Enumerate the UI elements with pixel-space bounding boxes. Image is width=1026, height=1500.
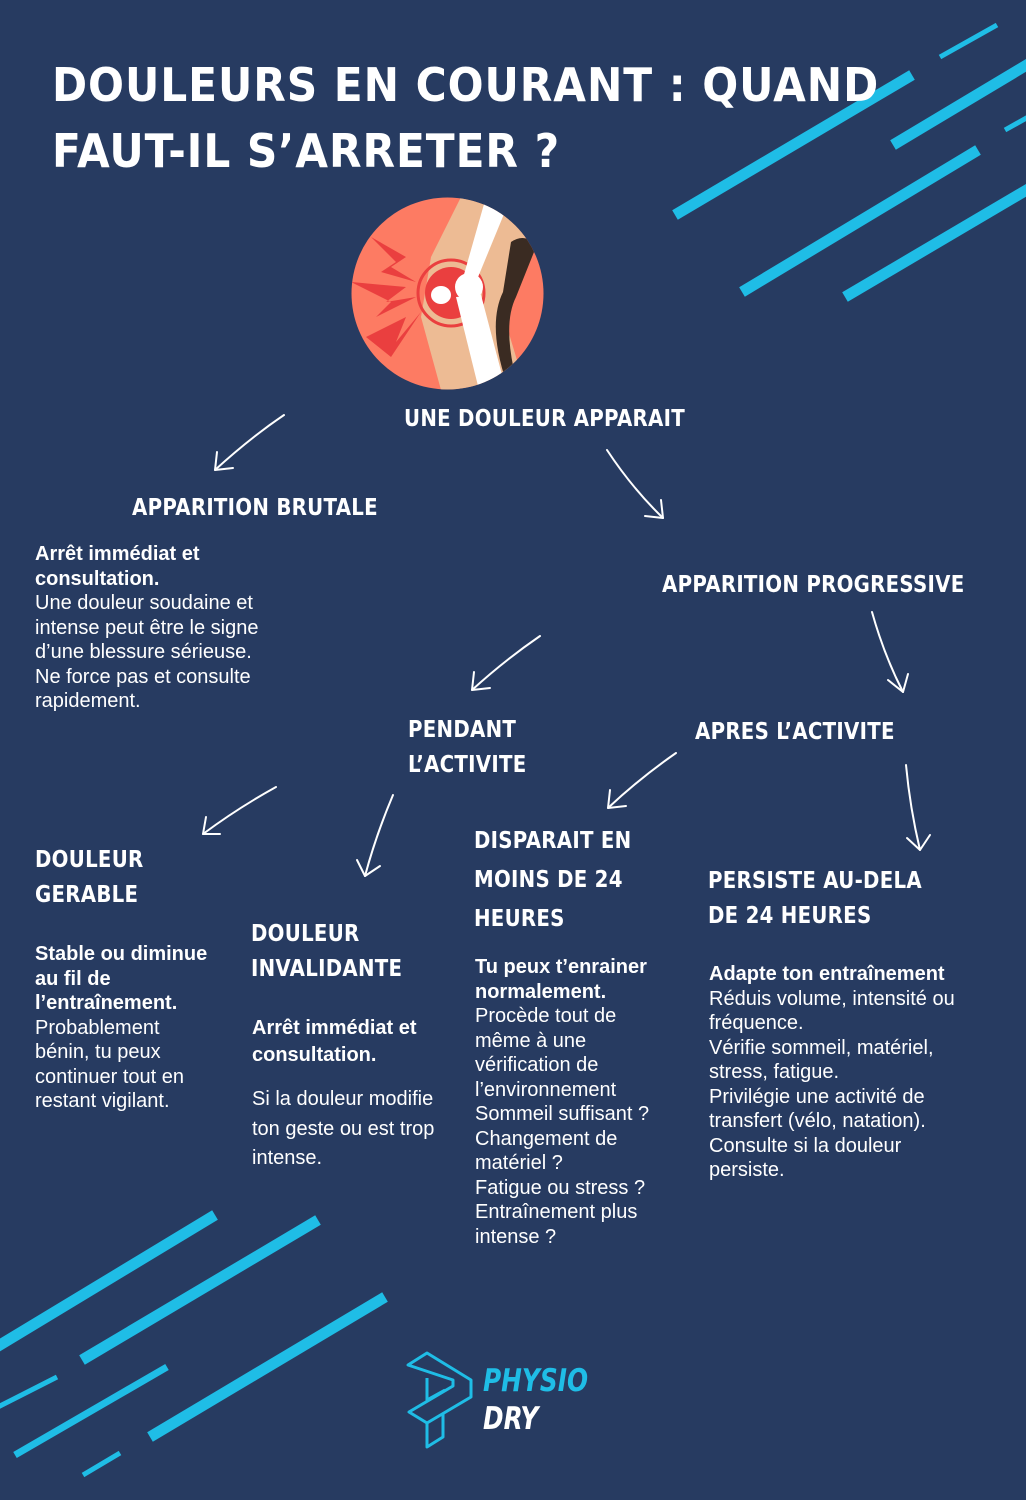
arrow-icon (871, 611, 909, 693)
list-item: matériel ? (475, 1152, 563, 1174)
text-line: Tu peux t’enrainer (475, 956, 647, 978)
text-line: Réduis volume, intensité ou (709, 987, 955, 1010)
text-line: fréquence. (709, 1012, 804, 1034)
text-line: restant vigilant. (35, 1090, 170, 1112)
title-line: DOULEURS EN COURANT : QUAND (52, 58, 880, 112)
node-brutale-text: Arrêt immédiat et consultation. Une doul… (35, 542, 259, 714)
arrow-icon (202, 786, 277, 835)
logo-line: PHYSIO (483, 1363, 589, 1399)
text-line: l’environnement (475, 1078, 617, 1101)
node-invalidante-bold: Arrêt immédiat et consultation. (252, 1015, 417, 1069)
heading-line: DISPARAIT EN (474, 828, 632, 854)
stripe (890, 58, 1026, 150)
text-line: intense peut être le signe (35, 616, 259, 639)
stripe (672, 70, 915, 220)
list-item: Sommeil suffisant ? (475, 1103, 650, 1125)
stripe (81, 1450, 122, 1478)
node-root: UNE DOULEUR APPARAIT (404, 406, 685, 432)
heading-line: DOULEUR (35, 847, 144, 873)
node-invalidante-heading: DOULEUR INVALIDANTE (251, 917, 402, 987)
text-line: Arrêt immédiat et (252, 1017, 417, 1039)
text-line: consultation. (35, 567, 160, 590)
text-line: même à une (475, 1029, 587, 1052)
physio-dry-logo-icon (406, 1351, 473, 1449)
text-line: d’une blessure sérieuse. (35, 641, 252, 663)
heading-line: GERABLE (35, 882, 139, 908)
stripe (938, 22, 999, 60)
heading-line: PERSISTE AU-DELA (708, 868, 922, 894)
text-line: Probablement (35, 1016, 160, 1039)
arrow-icon (214, 414, 285, 471)
stripe (1003, 115, 1026, 133)
heading-line: PENDANT (408, 717, 517, 743)
heading-line: MOINS DE 24 (474, 867, 623, 893)
text-line: au fil de (35, 967, 111, 990)
node-disparait-heading: DISPARAIT EN MOINS DE 24 HEURES (474, 822, 631, 939)
text-line: Adapte ton entraînement (709, 963, 945, 985)
text-line: Arrêt immédiat et (35, 543, 200, 565)
heading-line: DE 24 HEURES (708, 903, 872, 929)
node-progressive-heading: APPARITION PROGRESSIVE (662, 572, 965, 598)
text-line: Privilégie une activité de (709, 1085, 925, 1108)
node-disparait-text: Tu peux t’enrainer normalement. Procède … (475, 955, 649, 1249)
text-line: persiste. (709, 1159, 785, 1181)
text-line: vérification de (475, 1054, 599, 1076)
node-gerable-heading: DOULEUR GERABLE (35, 843, 144, 913)
heading-line: DOULEUR (251, 921, 360, 947)
list-item: Fatigue ou stress ? (475, 1176, 646, 1199)
text-line: Ne force pas et consulte (35, 665, 251, 688)
text-line: continuer tout en (35, 1065, 184, 1088)
page-title: DOULEURS EN COURANT : QUAND FAUT-IL S’AR… (52, 52, 879, 184)
heading-line: HEURES (474, 906, 565, 932)
text-line: bénin, tu peux (35, 1041, 161, 1063)
text-line: transfert (vélo, natation). (709, 1110, 926, 1132)
arrow-icon (606, 449, 664, 519)
list-item: intense ? (475, 1225, 557, 1248)
arrow-icon (607, 752, 677, 809)
text-line: stress, fatigue. (709, 1061, 840, 1083)
text-line: Consulte si la douleur (709, 1134, 902, 1157)
node-gerable-text: Stable ou diminue au fil de l’entraîneme… (35, 942, 207, 1114)
node-brutale-heading: APPARITION BRUTALE (132, 495, 378, 521)
logo-line: DRY (483, 1401, 539, 1437)
stripe (79, 1215, 321, 1365)
knee-pain-icon (351, 197, 544, 390)
text-line: consultation. (252, 1044, 377, 1066)
node-pendant-heading: PENDANT L’ACTIVITE (408, 713, 527, 783)
text-line: Une douleur soudaine et (35, 592, 253, 614)
list-item: Entraînement plus (475, 1201, 638, 1223)
text-line: Vérifie sommeil, matériel, (709, 1036, 934, 1059)
text-line: rapidement. (35, 690, 141, 712)
node-apres-heading: APRES L’ACTIVITE (695, 719, 895, 745)
text-line: Stable ou diminue (35, 943, 208, 965)
node-persiste-heading: PERSISTE AU-DELA DE 24 HEURES (708, 864, 922, 934)
heading-line: INVALIDANTE (251, 956, 403, 982)
stripe (13, 1363, 169, 1459)
stripe (739, 145, 981, 297)
stripe (0, 1374, 59, 1409)
stripe (147, 1292, 388, 1442)
text-line: intense. (252, 1147, 323, 1169)
arrow-icon (356, 794, 394, 877)
node-persiste-text: Adapte ton entraînement Réduis volume, i… (709, 962, 955, 1183)
arrow-icon (905, 764, 931, 851)
text-line: normalement. (475, 980, 607, 1003)
text-line: ton geste ou est trop (252, 1117, 435, 1140)
text-line: l’entraînement. (35, 992, 178, 1014)
stripe (842, 183, 1026, 302)
logo-wordmark: PHYSIO DRY (483, 1362, 588, 1438)
text-line: Procède tout de (475, 1005, 617, 1027)
arrow-icon (471, 635, 541, 691)
node-invalidante-text: Si la douleur modifie ton geste ou est t… (252, 1085, 462, 1174)
text-line: Si la douleur modifie (252, 1088, 434, 1110)
heading-line: L’ACTIVITE (408, 752, 527, 778)
title-line: FAUT-IL S’ARRETER ? (52, 124, 561, 178)
list-item: Changement de (475, 1127, 618, 1150)
stripe (0, 1210, 218, 1352)
